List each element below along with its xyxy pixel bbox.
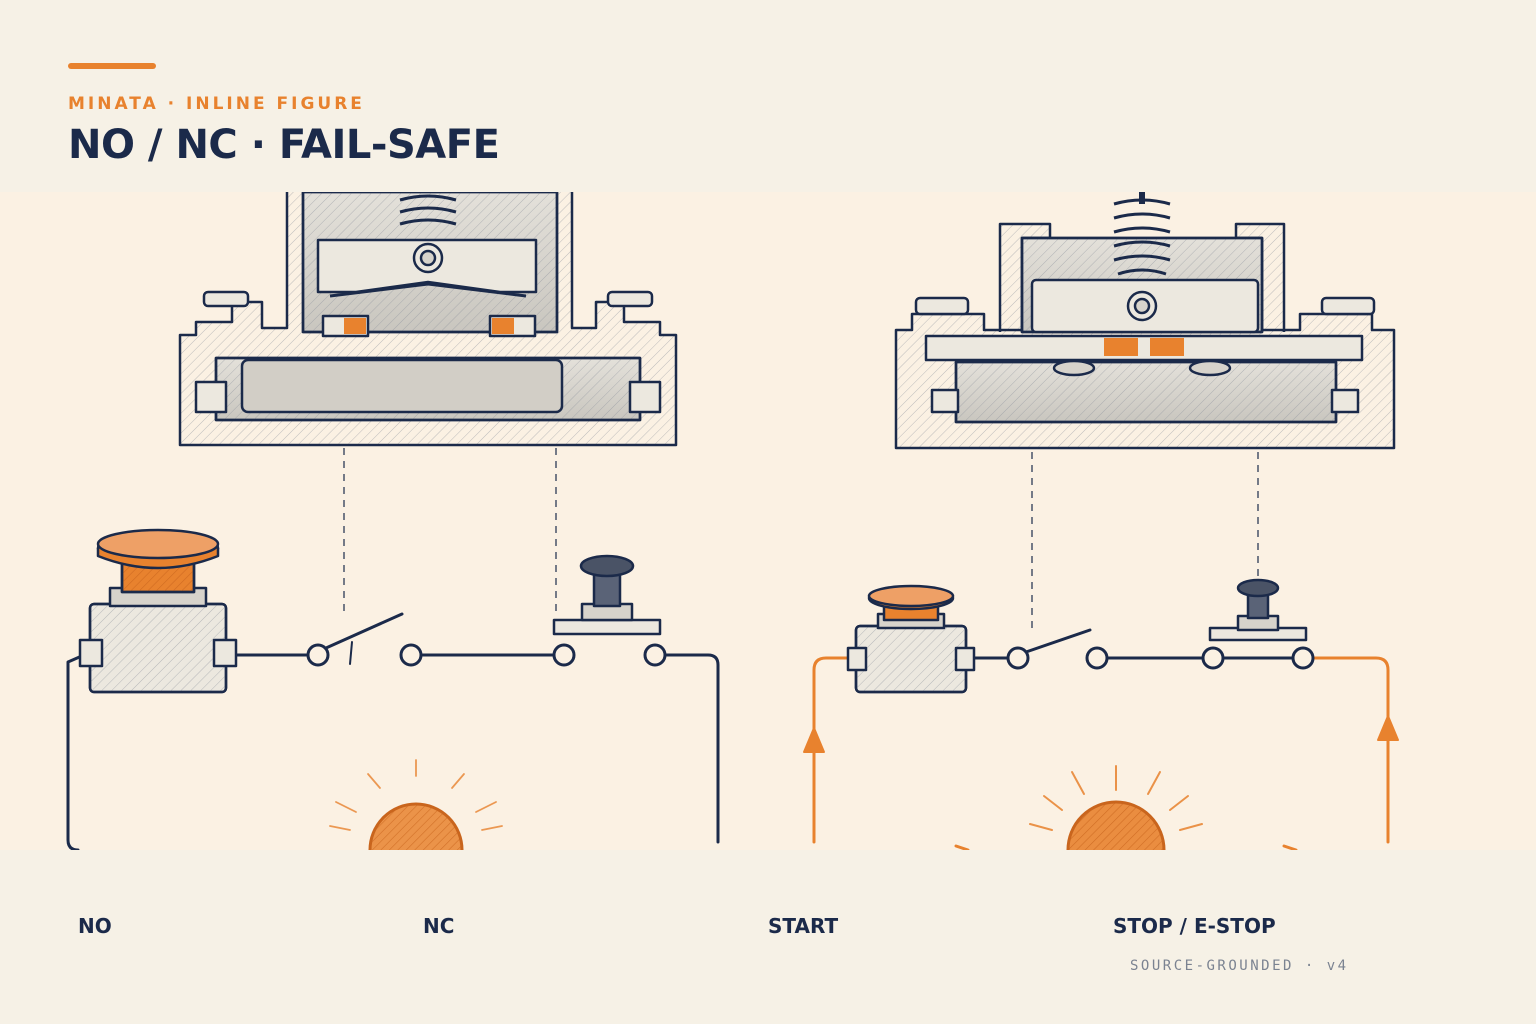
label-no: NO	[78, 914, 112, 938]
label-start: START	[768, 914, 839, 938]
lamp-icon	[329, 759, 503, 850]
label-nc: NC	[423, 914, 455, 938]
push-button-icon	[552, 554, 662, 636]
push-button-icon	[1208, 578, 1308, 642]
label-stop: STOP / E-STOP	[1113, 914, 1276, 938]
lamp-icon	[1029, 765, 1203, 850]
figure-illustration	[0, 192, 1536, 850]
switch-housing-icon	[894, 192, 1396, 450]
eyebrow-label: MINATA · INLINE FIGURE	[68, 94, 365, 114]
switch-housing-icon	[178, 192, 678, 447]
mushroom-button-icon	[846, 584, 976, 694]
accent-bar	[68, 63, 156, 69]
mushroom-button-icon	[78, 528, 238, 694]
footer-caption: SOURCE-GROUNDED · v4	[1130, 958, 1349, 974]
page-title: NO / NC · FAIL-SAFE	[68, 122, 500, 168]
